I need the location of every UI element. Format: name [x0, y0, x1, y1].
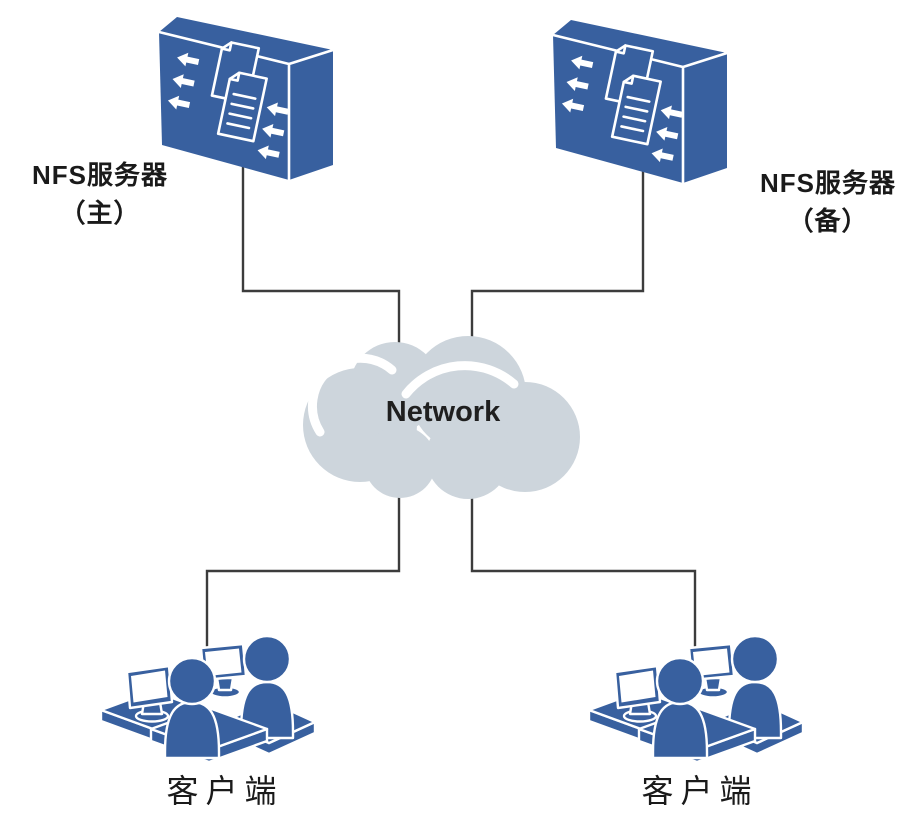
left-arrows-icon [561, 55, 594, 113]
left-arrows-icon [167, 52, 200, 110]
file-sync-icon [167, 41, 289, 160]
monitor-icon [125, 664, 174, 723]
nfs-primary-role: （主） [59, 198, 141, 228]
right-arrows-icon [257, 102, 289, 160]
right-arrows-icon [651, 105, 683, 163]
nfs-primary-label: NFS服务器 （主） [0, 156, 200, 232]
monitor-icon [613, 664, 662, 723]
nfs-backup-role: （备） [787, 206, 869, 236]
connector-network-to-client-right [470, 470, 697, 652]
cloud-highlight [401, 361, 519, 399]
network-label: Network [385, 396, 501, 428]
network-cloud-icon [303, 336, 580, 499]
client-group-right-icon [587, 634, 805, 764]
connector-primary-to-network [241, 158, 401, 345]
person-icon [651, 656, 709, 760]
nfs-primary-name: NFS服务器 [31, 160, 168, 190]
nfs-server-backup-icon [551, 20, 729, 185]
back-monitor-icon [199, 642, 248, 699]
client-right-label: 客户端 [641, 773, 759, 809]
file-sync-icon [561, 44, 683, 163]
connector-network-to-client-left [205, 470, 401, 652]
connector-backup-to-network [470, 166, 645, 345]
nfs-server-primary-icon [157, 17, 335, 182]
nfs-backup-name: NFS服务器 [759, 168, 896, 198]
cloud-highlight [307, 353, 397, 437]
client-left-label: 客户端 [166, 773, 284, 809]
person-icon [163, 656, 221, 760]
client-group-left-icon [99, 634, 317, 764]
nfs-backup-label: NFS服务器 （备） [728, 164, 920, 240]
